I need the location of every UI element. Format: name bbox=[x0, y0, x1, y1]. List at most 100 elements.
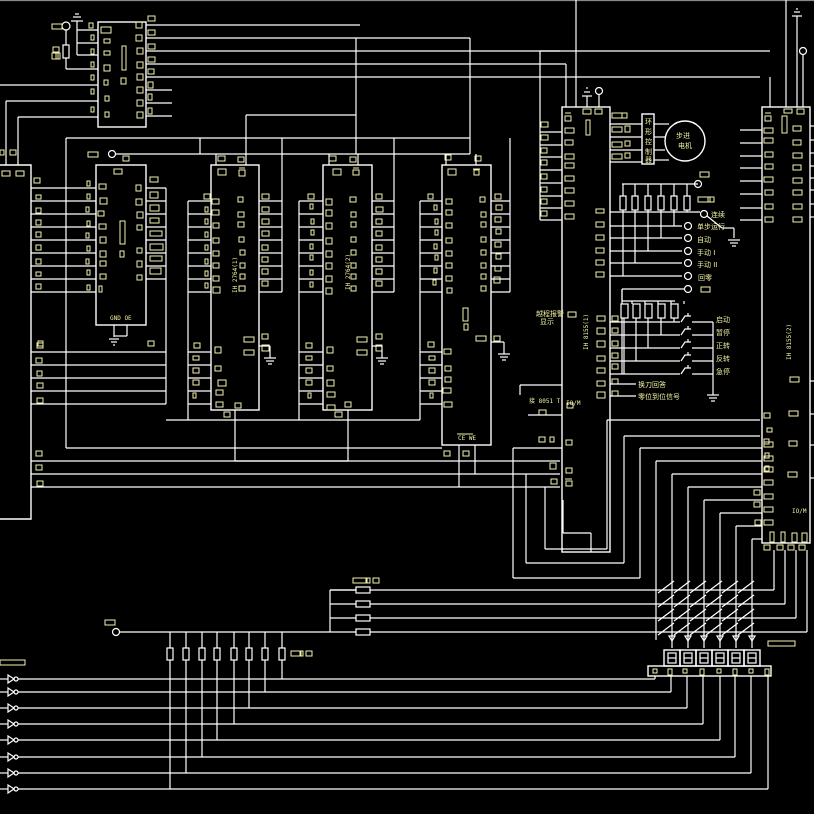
inverter-icon bbox=[7, 783, 16, 795]
digit-driver-arrow bbox=[683, 635, 693, 643]
key-switch bbox=[657, 594, 675, 608]
key-switch bbox=[689, 608, 707, 622]
digit-driver-arrow bbox=[715, 635, 725, 643]
switch-resistor-network: 连续 单步运行 自动 手动 I 手动 II 回零 bbox=[619, 171, 740, 301]
io1-iom-label: IO/M bbox=[566, 400, 581, 407]
pullup-resistor bbox=[213, 647, 221, 661]
key-switch bbox=[705, 608, 723, 622]
keyboard-matrix bbox=[657, 580, 755, 636]
key-switch bbox=[737, 608, 755, 622]
key-switch bbox=[657, 580, 675, 594]
ring-distributor: 环 形 控 制 器 bbox=[641, 113, 655, 165]
digit-driver-arrow bbox=[731, 635, 741, 643]
key-switch bbox=[737, 594, 755, 608]
digit-driver-arrow bbox=[667, 635, 677, 643]
latch-chip-top bbox=[88, 15, 156, 128]
pullup-resistor bbox=[230, 647, 238, 661]
segment-driver-network bbox=[0, 619, 769, 795]
seven-segment-display bbox=[647, 635, 796, 677]
inverter-icon bbox=[7, 686, 16, 698]
mcu-bus-wires bbox=[31, 137, 560, 488]
display-pin bbox=[764, 668, 770, 676]
display-label-box bbox=[767, 640, 796, 647]
inverter-icon bbox=[7, 702, 16, 714]
pullup-resistor bbox=[261, 647, 269, 661]
switch-label-manual-1: 手动 I bbox=[697, 248, 715, 257]
key-switch bbox=[657, 608, 675, 622]
switch-label-single-step: 单步运行 bbox=[697, 222, 725, 231]
display-pin bbox=[682, 668, 688, 674]
inverter-icon bbox=[7, 718, 16, 730]
button-label-start: 启动 bbox=[716, 315, 730, 324]
driver-char-2: 控 bbox=[645, 137, 652, 146]
stepper-motor: 步进 电机 bbox=[654, 120, 706, 162]
motor-label-line2: 电机 bbox=[678, 141, 692, 150]
key-switch bbox=[689, 622, 707, 636]
display-pin bbox=[699, 668, 705, 676]
key-switch bbox=[673, 580, 691, 594]
button-label-pause: 暂停 bbox=[716, 328, 730, 337]
key-switch bbox=[689, 580, 707, 594]
key-switch bbox=[721, 622, 739, 636]
io-chip-8155-1: IH 8155(1) 接 8051 T IO/M bbox=[529, 106, 631, 553]
pullup-resistor bbox=[182, 647, 190, 661]
key-switch bbox=[673, 622, 691, 636]
display-pin bbox=[732, 668, 738, 676]
switch-label-auto: 自动 bbox=[697, 235, 711, 244]
display-pin bbox=[667, 668, 673, 676]
key-switch bbox=[705, 594, 723, 608]
io2-iom-label: IO/M bbox=[792, 508, 807, 515]
mcu-chip-8051 bbox=[0, 149, 44, 520]
key-switch bbox=[705, 622, 723, 636]
latch-wires bbox=[107, 149, 200, 404]
alarm-label-line2: 显示 bbox=[540, 318, 554, 326]
switch-label-continuous: 连续 bbox=[711, 210, 725, 219]
pullup-resistor bbox=[278, 647, 286, 661]
row-resistors bbox=[329, 577, 380, 636]
ram-ce-we-label: CE WE bbox=[458, 435, 476, 442]
key-switch bbox=[737, 622, 755, 636]
rom2-label: IH 2764(2) bbox=[345, 254, 352, 290]
switch-label-home: 回零 bbox=[698, 274, 712, 282]
pullup-resistor bbox=[166, 647, 174, 661]
io2-label: IH 8155(2) bbox=[786, 324, 793, 360]
key-switch bbox=[721, 580, 739, 594]
digit-6 bbox=[743, 649, 761, 667]
key-switch bbox=[657, 622, 675, 636]
button-label-reverse: 反转 bbox=[716, 354, 730, 363]
memory-bus-wires bbox=[166, 38, 511, 487]
display-pin bbox=[748, 668, 754, 674]
alarm-label-line1: 越程报警 bbox=[536, 309, 564, 318]
button-label-forward: 正转 bbox=[716, 341, 730, 350]
latch-gnd-oe-label: GND OE bbox=[110, 315, 132, 322]
eprom-2764-1: IH 2764(1) bbox=[192, 155, 270, 418]
driver-char-1: 形 bbox=[645, 128, 652, 136]
signal-label-zero-position: 零位到位信号 bbox=[638, 392, 680, 401]
digit-driver-arrow bbox=[699, 635, 709, 643]
rom1-label: IH 2764(1) bbox=[232, 257, 239, 293]
io-chip-8155-2: IH 8155(2) IO/M bbox=[753, 106, 811, 551]
display-pin bbox=[652, 668, 658, 674]
pushbutton-network: 启动 暂停 正转 反转 急停 换刀回答 零位到位信号 越程报警 显示 bbox=[536, 289, 730, 402]
digit-driver-arrow bbox=[747, 635, 757, 643]
io1-label: IH 8155(1) bbox=[583, 314, 590, 350]
address-latch-chip: GND OE bbox=[37, 151, 164, 347]
inverter-icon bbox=[7, 734, 16, 746]
mcu-note-label: 接 8051 T bbox=[529, 397, 561, 405]
latch-top-wires bbox=[0, 13, 760, 165]
key-switch bbox=[721, 608, 739, 622]
key-switch bbox=[689, 594, 707, 608]
driver-char-4: 器 bbox=[645, 156, 652, 164]
pullup-resistor bbox=[198, 647, 206, 661]
key-switch bbox=[673, 608, 691, 622]
inverter-icon bbox=[7, 751, 16, 763]
key-switch bbox=[737, 580, 755, 594]
inverter-icon bbox=[7, 673, 16, 685]
switch-label-manual-2: 手动 II bbox=[697, 260, 717, 269]
key-switch bbox=[705, 580, 723, 594]
driver-char-0: 环 bbox=[645, 118, 652, 126]
io1-wires bbox=[512, 0, 770, 579]
io2-wires bbox=[330, 0, 814, 640]
driver-char-3: 制 bbox=[645, 147, 652, 156]
